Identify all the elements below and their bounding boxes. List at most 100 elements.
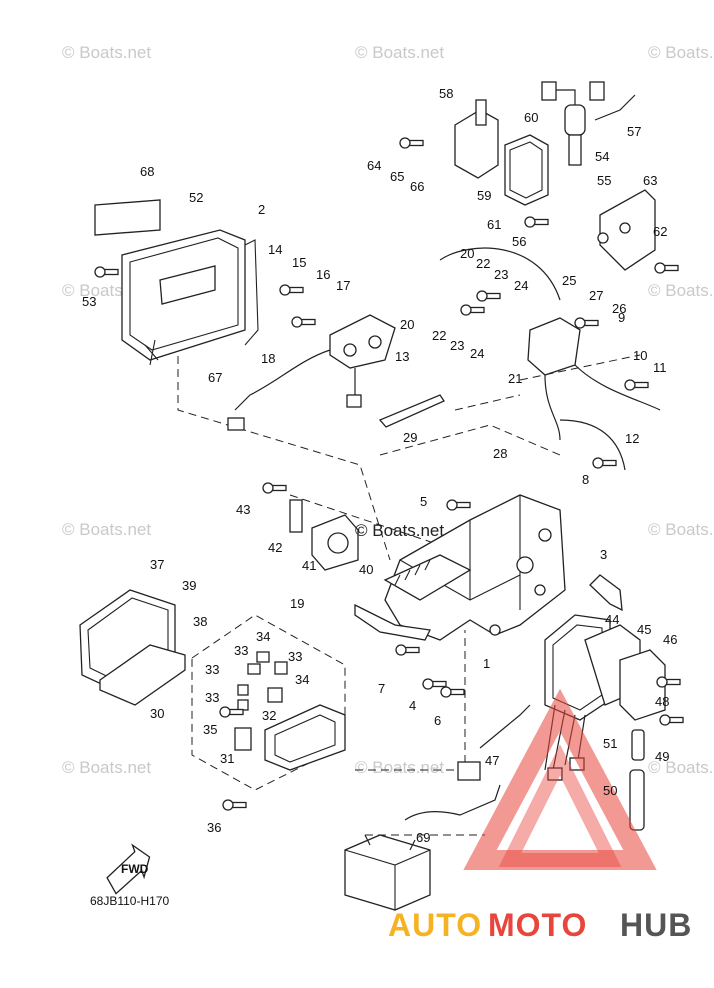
callout-39: 39 — [182, 578, 196, 593]
bolt-icon — [524, 216, 549, 228]
fastener-group — [94, 137, 684, 811]
bolt-icon — [94, 266, 119, 278]
battery-cable — [404, 704, 531, 821]
ignition-coil — [454, 99, 549, 206]
callout-69: 69 — [416, 830, 430, 845]
battery-cover — [79, 589, 186, 706]
callout-33: 33 — [205, 662, 219, 677]
watermark: © Boats.net — [648, 520, 714, 539]
callout-40: 40 — [359, 562, 373, 577]
electrical-bracket — [383, 494, 566, 641]
brand-part2: MOTO — [488, 907, 587, 943]
callout-17: 17 — [336, 278, 350, 293]
brand-part1: AUTO — [388, 907, 482, 943]
callout-57: 57 — [627, 124, 641, 139]
bolt-icon — [399, 137, 424, 149]
watermark-layer: © Boats.net © Boats.net © Boats.net © Boats… — [62, 43, 714, 777]
watermark: © Boats.net — [355, 758, 444, 777]
bolt-icon — [574, 317, 599, 329]
callout-26: 26 — [612, 301, 626, 316]
bolt-icon — [222, 799, 247, 811]
bolt-icon — [291, 316, 316, 328]
callout-50: 50 — [603, 783, 617, 798]
watermark: © Boats.net — [62, 43, 151, 62]
callout-6: 6 — [434, 713, 441, 728]
mounting-plate — [597, 189, 656, 271]
bolt-icon — [592, 457, 617, 469]
bolt-icon — [624, 379, 649, 391]
callout-30: 30 — [150, 706, 164, 721]
callout-37: 37 — [150, 557, 164, 572]
spacer-rods — [629, 729, 645, 831]
watermark: © Boats.net — [648, 43, 714, 62]
bolt-icon — [654, 262, 679, 274]
callout-68: 68 — [140, 164, 154, 179]
callout-21: 21 — [508, 371, 522, 386]
center-watermark: © Boats.net — [355, 521, 444, 540]
callout-45: 45 — [637, 622, 651, 637]
callout-35: 35 — [203, 722, 217, 737]
callout-34: 34 — [256, 629, 270, 644]
callout-60: 60 — [524, 110, 538, 125]
callout-12: 12 — [625, 431, 639, 446]
callout-32: 32 — [262, 708, 276, 723]
watermark: © Boats.net — [648, 281, 714, 300]
callout-2: 2 — [258, 202, 265, 217]
callout-33: 33 — [234, 643, 248, 658]
callout-20: 20 — [460, 246, 474, 261]
callout-4: 4 — [409, 698, 416, 713]
callout-47: 47 — [485, 753, 499, 768]
callout-46: 46 — [663, 632, 677, 647]
bolt-icon — [219, 706, 244, 718]
rectifier-regulator — [227, 314, 396, 431]
watermark: © Boats.net — [62, 758, 151, 777]
callout-61: 61 — [487, 217, 501, 232]
callout-24: 24 — [514, 278, 528, 293]
bolt-icon — [262, 482, 287, 494]
callout-18: 18 — [261, 351, 275, 366]
callout-65: 65 — [390, 169, 404, 184]
callout-28: 28 — [493, 446, 507, 461]
callout-54: 54 — [595, 149, 609, 164]
fwd-label: FWD — [121, 862, 149, 876]
callout-7: 7 — [378, 681, 385, 696]
callout-51: 51 — [603, 736, 617, 751]
bolt-icon — [656, 676, 681, 688]
callout-9: 9 — [618, 310, 625, 325]
relay-assembly — [439, 247, 661, 471]
callout-43: 43 — [236, 502, 250, 517]
callout-1: 1 — [483, 656, 490, 671]
callout-19: 19 — [290, 596, 304, 611]
callout-41: 41 — [302, 558, 316, 573]
callout-5: 5 — [420, 494, 427, 509]
cdi-unit — [544, 614, 666, 781]
callout-22: 22 — [432, 328, 446, 343]
callout-22: 22 — [476, 256, 490, 271]
callout-48: 48 — [655, 694, 669, 709]
callout-24: 24 — [470, 346, 484, 361]
callout-62: 62 — [653, 224, 667, 239]
callout-38: 38 — [193, 614, 207, 629]
bolt-icon — [659, 714, 684, 726]
callout-31: 31 — [220, 751, 234, 766]
diagram-code: 68JB110-H170 — [90, 894, 169, 908]
watermark: © Boats.net — [648, 758, 714, 777]
plug-cap — [541, 81, 636, 166]
fwd-arrow: FWD — [106, 843, 151, 895]
bolt-icon — [476, 290, 501, 302]
callout-23: 23 — [494, 267, 508, 282]
bolt-icon — [446, 499, 471, 511]
callout-55: 55 — [597, 173, 611, 188]
callout-numbers: 1234567891011121314151617181920202122222… — [82, 86, 677, 845]
fuse-box — [234, 651, 346, 771]
callout-66: 66 — [410, 179, 424, 194]
callout-20: 20 — [400, 317, 414, 332]
callout-3: 3 — [600, 547, 607, 562]
callout-58: 58 — [439, 86, 453, 101]
bolt-icon — [279, 284, 304, 296]
bolt-icon — [460, 304, 485, 316]
junction-box-cover — [94, 199, 259, 366]
callout-34: 34 — [295, 672, 309, 687]
